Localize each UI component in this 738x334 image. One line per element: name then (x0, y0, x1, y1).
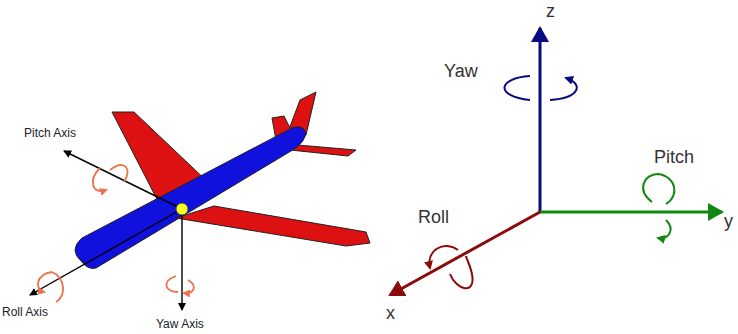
rotation-arrows (38, 165, 194, 302)
coordinate-axes (390, 28, 722, 295)
airplane (30, 92, 370, 310)
rotation-label: Yaw (444, 62, 478, 82)
axis-label: Pitch Axis (24, 127, 76, 140)
axis-label: Roll Axis (2, 306, 48, 319)
rotation-rings (429, 76, 674, 288)
axis-letter: z (546, 2, 555, 22)
axis-label: Yaw Axis (156, 318, 204, 331)
rotation-label: Pitch (654, 148, 694, 168)
axis-letter: x (386, 304, 395, 324)
rotation-label: Roll (418, 208, 449, 228)
axis-letter: y (724, 212, 733, 232)
